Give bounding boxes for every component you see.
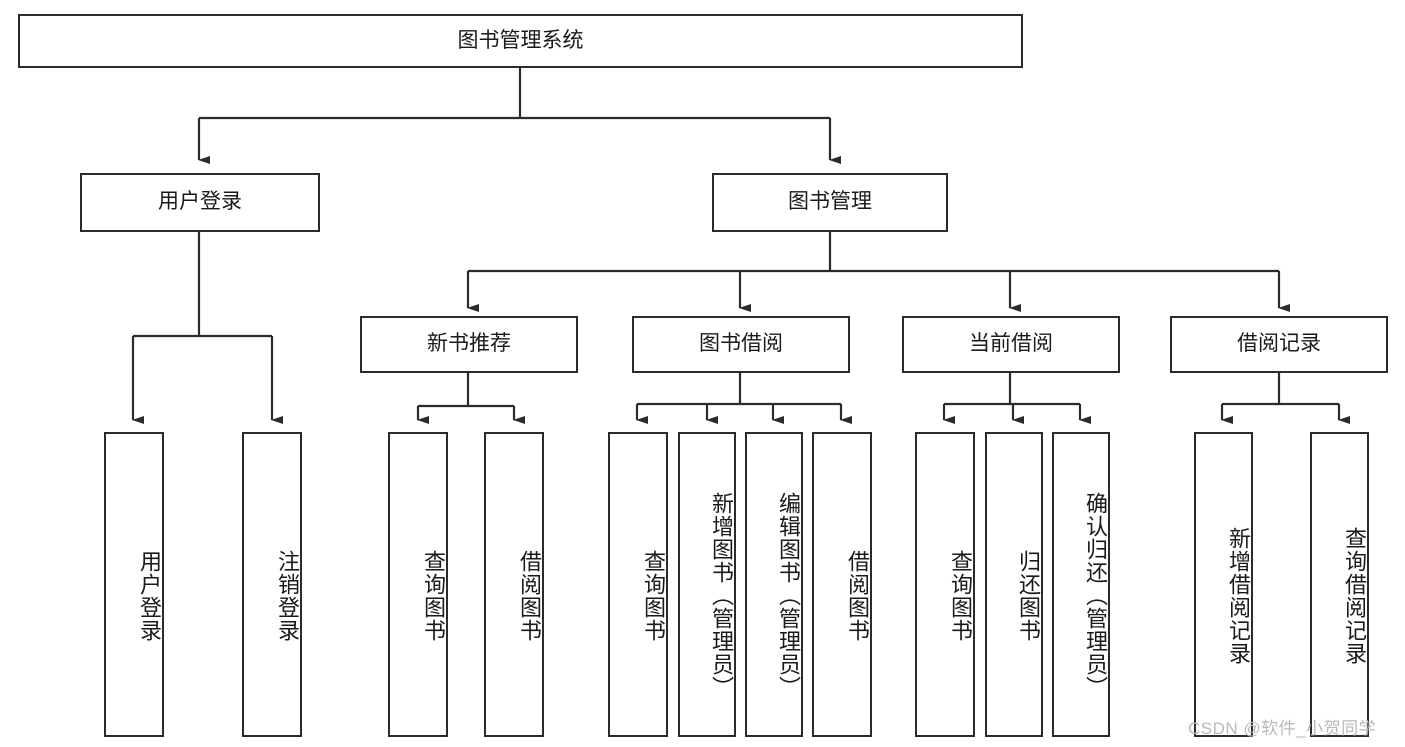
leaf-borrow-edit-book-admin[interactable]: 编辑图书（管理员）: [745, 432, 803, 737]
node-label: 借阅图书: [517, 549, 542, 642]
node-label: 查询借阅记录: [1342, 526, 1367, 665]
csdn-watermark: CSDN @软件_小贺同学: [1188, 719, 1377, 738]
leaf-record-query-borrow-record[interactable]: 查询借阅记录: [1310, 432, 1369, 737]
node-new-book-recommend[interactable]: 新书推荐: [360, 316, 578, 373]
node-label: 新增图书（管理员）: [709, 492, 734, 699]
node-label: 新书推荐: [427, 332, 511, 356]
leaf-current-return-book[interactable]: 归还图书: [985, 432, 1043, 737]
node-label: 归还图书: [1016, 549, 1041, 642]
node-label: 新增借阅记录: [1226, 526, 1251, 665]
node-label: 借阅图书: [845, 549, 870, 642]
leaf-user-login[interactable]: 用户登录: [104, 432, 164, 737]
leaf-current-confirm-return-admin[interactable]: 确认归还（管理员）: [1052, 432, 1110, 737]
node-label: 图书管理: [788, 190, 872, 214]
node-label: 编辑图书（管理员）: [776, 492, 801, 699]
node-label: 当前借阅: [969, 332, 1053, 356]
node-label: 图书管理系统: [457, 28, 584, 52]
leaf-record-add-borrow-record[interactable]: 新增借阅记录: [1194, 432, 1253, 737]
node-label: 用户登录: [158, 190, 242, 214]
node-label: 图书借阅: [699, 332, 783, 356]
node-book-management[interactable]: 图书管理: [712, 173, 948, 232]
leaf-borrow-add-book-admin[interactable]: 新增图书（管理员）: [678, 432, 736, 737]
leaf-recommend-borrow-book[interactable]: 借阅图书: [484, 432, 544, 737]
node-label: 查询图书: [421, 549, 446, 642]
node-root-book-management-system[interactable]: 图书管理系统: [18, 14, 1023, 68]
leaf-current-query-book[interactable]: 查询图书: [915, 432, 975, 737]
node-borrow-record[interactable]: 借阅记录: [1170, 316, 1388, 373]
leaf-recommend-query-book[interactable]: 查询图书: [388, 432, 448, 737]
node-current-borrow[interactable]: 当前借阅: [902, 316, 1120, 373]
node-user-login[interactable]: 用户登录: [80, 173, 320, 232]
node-label: 用户登录: [137, 549, 162, 642]
leaf-user-logout[interactable]: 注销登录: [242, 432, 302, 737]
leaf-borrow-query-book[interactable]: 查询图书: [608, 432, 668, 737]
node-book-borrow[interactable]: 图书借阅: [632, 316, 850, 373]
node-label: 借阅记录: [1237, 332, 1321, 356]
leaf-borrow-borrow-book[interactable]: 借阅图书: [812, 432, 872, 737]
node-label: 查询图书: [948, 549, 973, 642]
node-label: 注销登录: [275, 549, 300, 642]
node-label: 查询图书: [641, 549, 666, 642]
node-label: 确认归还（管理员）: [1083, 492, 1108, 699]
